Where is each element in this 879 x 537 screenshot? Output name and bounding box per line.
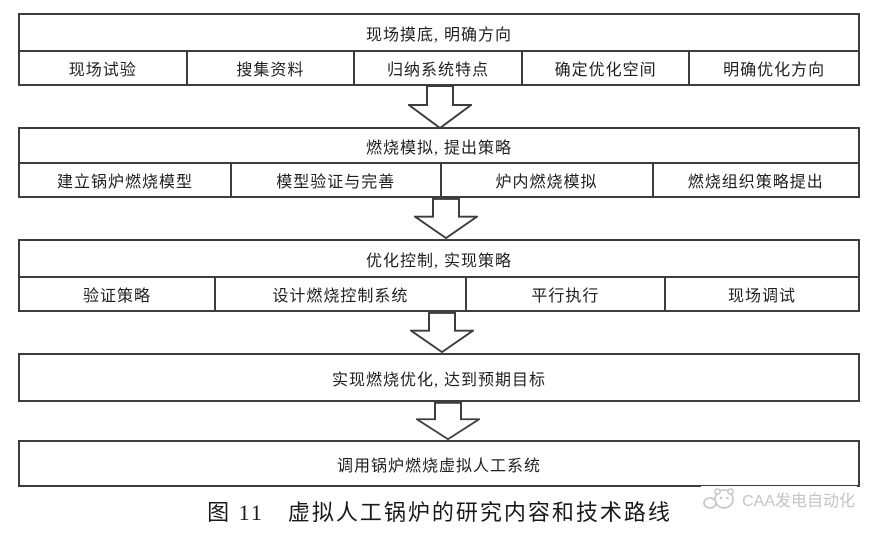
stage-survey-row: 现场试验 搜集资料 归纳系统特点 确定优化空间 明确优化方向 (20, 52, 858, 84)
cell-optimization-space: 确定优化空间 (523, 52, 691, 84)
stage-simulation-title: 燃烧模拟, 提出策略 (20, 129, 858, 164)
cell-design-control-system: 设计燃烧控制系统 (216, 278, 467, 310)
cell-parallel-execution: 平行执行 (467, 278, 667, 310)
caa-panda-logo-icon (703, 488, 734, 509)
watermark: CAA发电自动化 (701, 486, 857, 512)
stage-goal-title: 实现燃烧优化, 达到预期目标 (331, 371, 546, 389)
cell-field-test: 现场试验 (20, 52, 188, 84)
watermark-text: CAA发电自动化 (742, 493, 855, 510)
figure-caption: 图 11 虚拟人工锅炉的研究内容和技术路线 (207, 500, 672, 525)
cell-system-features: 归纳系统特点 (355, 52, 523, 84)
cell-strategy-proposal: 燃烧组织策略提出 (687, 174, 824, 191)
cell-collect-data: 搜集资料 (188, 52, 356, 84)
stage-virtual-system-title: 调用锅炉燃烧虚拟人工系统 (336, 457, 541, 475)
stage-simulation-row: 建立锅炉燃烧模型 模型验证与完善 炉内燃烧模拟 燃烧组织策略提出 (20, 164, 858, 196)
stage-virtual-system-box: 调用锅炉燃烧虚拟人工系统 (18, 440, 860, 487)
stage-survey-box: 现场摸底, 明确方向 现场试验 搜集资料 归纳系统特点 确定优化空间 明确优化方… (18, 13, 860, 86)
cell-field-commissioning: 现场调试 (728, 288, 797, 305)
stage-goal-box: 实现燃烧优化, 达到预期目标 (18, 353, 860, 402)
cell-build-combustion-model: 建立锅炉燃烧模型 (20, 164, 232, 196)
stage-simulation-box: 燃烧模拟, 提出策略 建立锅炉燃烧模型 模型验证与完善 炉内燃烧模拟 燃烧组织策… (18, 127, 860, 198)
cell-verify-strategy: 验证策略 (20, 278, 217, 310)
cell-model-validation: 模型验证与完善 (232, 164, 442, 196)
down-block-arrow-icon (416, 402, 480, 440)
cell-furnace-simulation: 炉内燃烧模拟 (442, 164, 654, 196)
stage-control-row: 验证策略 设计燃烧控制系统 平行执行 现场调试 (20, 278, 858, 310)
down-block-arrow-icon (414, 198, 478, 239)
stage-control-title: 优化控制, 实现策略 (20, 241, 858, 278)
down-block-arrow-icon (408, 85, 472, 129)
cell-optimization-direction: 明确优化方向 (723, 62, 826, 79)
stage-survey-title: 现场摸底, 明确方向 (20, 15, 858, 52)
down-block-arrow-icon (410, 312, 474, 353)
stage-control-box: 优化控制, 实现策略 验证策略 设计燃烧控制系统 平行执行 现场调试 (18, 239, 860, 312)
